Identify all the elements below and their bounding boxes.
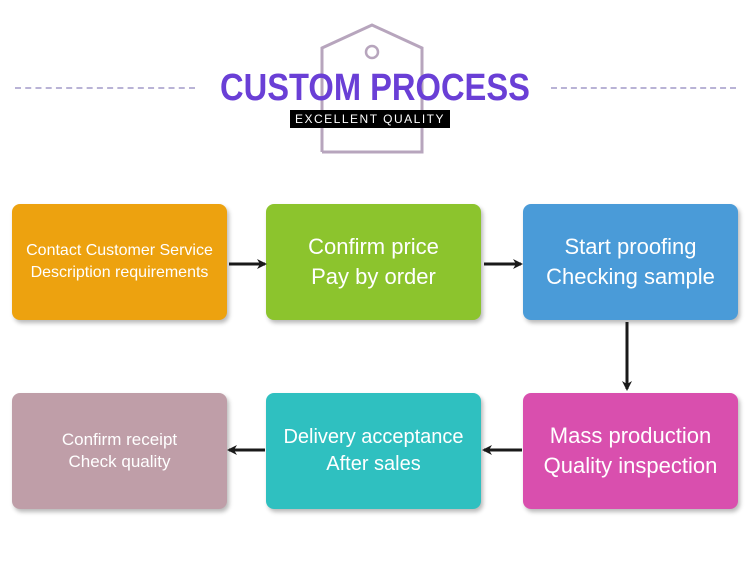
step-4-box: Mass production Quality inspection	[523, 393, 738, 509]
left-dashed-divider	[15, 87, 195, 89]
step-6-line-1: Confirm receipt	[61, 430, 178, 449]
step-3-line-2: Checking sample	[546, 264, 715, 289]
step-2-line-2: Pay by order	[311, 264, 436, 289]
price-tag-outline-icon	[320, 23, 424, 154]
step-2-box: Confirm price Pay by order	[266, 204, 481, 320]
right-dashed-divider	[551, 87, 736, 89]
tag-hole	[364, 44, 380, 60]
step-5-line-1: Delivery acceptance	[283, 426, 464, 448]
step-4-line-1: Mass production	[549, 423, 712, 448]
step-3-line-1: Start proofing	[564, 234, 697, 259]
step-1-line-1: Contact Customer Service	[26, 242, 213, 259]
page-title: CUSTOM PROCESS	[220, 67, 530, 109]
step-5-box: Delivery acceptance After sales	[266, 393, 481, 509]
step-1-box: Contact Customer Service Description req…	[12, 204, 227, 320]
step-6-box: Confirm receipt Check quality	[12, 393, 227, 509]
step-4-line-2: Quality inspection	[543, 453, 718, 478]
step-5-line-2: After sales	[326, 453, 421, 475]
step-1-line-2: Description requirements	[30, 264, 209, 281]
subtitle-banner: EXCELLENT QUALITY	[290, 110, 450, 128]
step-3-box: Start proofing Checking sample	[523, 204, 738, 320]
step-2-line-1: Confirm price	[308, 234, 439, 259]
step-6-line-2: Check quality	[68, 452, 171, 471]
